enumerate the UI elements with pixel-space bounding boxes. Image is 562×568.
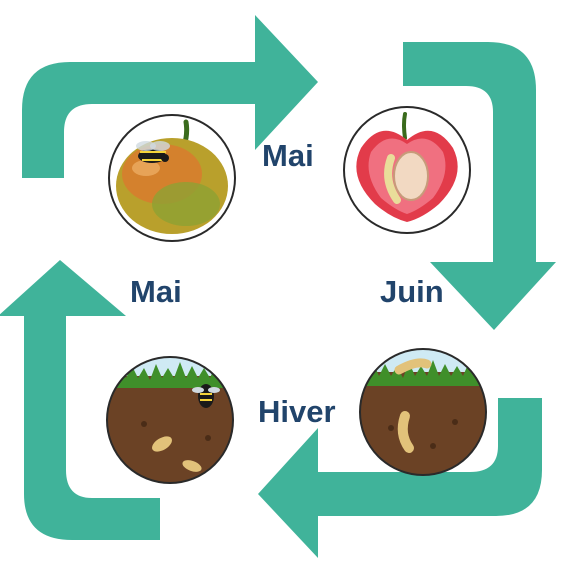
label-top-center: Mai [262, 140, 314, 171]
label-bottom-center: Hiver [258, 396, 336, 427]
stage-cherry [341, 104, 473, 236]
stage-soil-fly [104, 354, 236, 486]
soil-with-overwintering-pupa-icon [357, 346, 489, 478]
label-right-middle: Juin [380, 276, 444, 307]
apple-with-fly-icon [106, 112, 238, 244]
stage-apple [106, 112, 238, 244]
stage-soil-pupa [357, 346, 489, 478]
soil-with-emerging-fly-icon [104, 354, 236, 486]
label-left-middle: Mai [130, 276, 182, 307]
cut-cherry-with-larva-icon [341, 104, 473, 236]
fly-icon [136, 141, 170, 163]
